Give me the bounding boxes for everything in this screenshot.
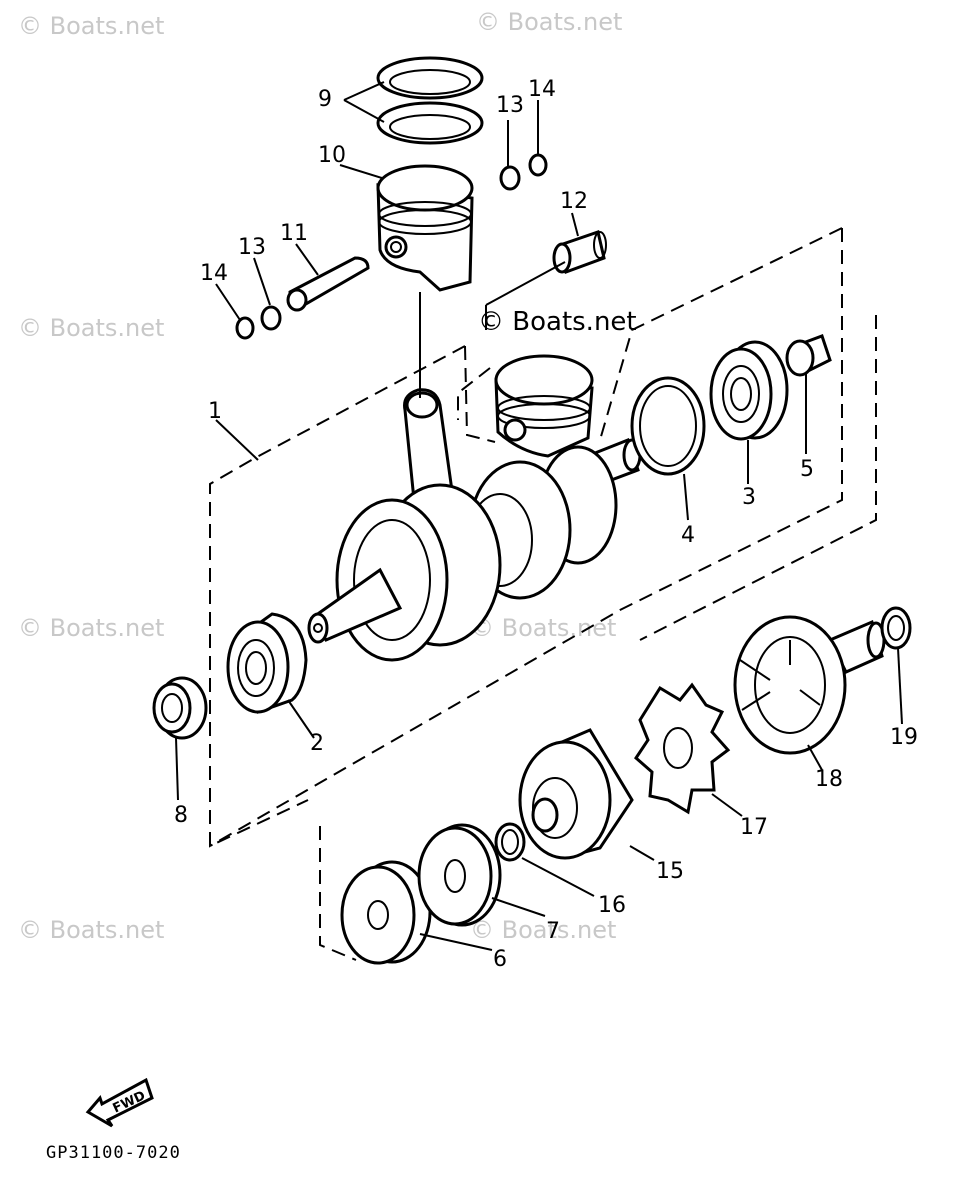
rubber-damper — [634, 682, 731, 815]
callout-17: 17 — [740, 815, 768, 840]
watermark: © Boats.net — [470, 916, 616, 944]
callout-11: 11 — [280, 221, 308, 246]
callout-6: 6 — [493, 947, 507, 972]
main-bearing-right — [709, 340, 789, 441]
assembly-outlines — [209, 227, 877, 961]
center-watermark: © Boats.net — [478, 307, 637, 337]
thrust-washer — [340, 860, 432, 965]
watermark: © Boats.net — [18, 314, 164, 342]
callout-19: 19 — [890, 725, 918, 750]
callout-14-lower: 14 — [200, 261, 228, 286]
fwd-arrow-icon: FWD — [85, 1077, 154, 1128]
callout-14-upper: 14 — [528, 77, 556, 102]
coupling-rear — [733, 615, 886, 755]
piston-pin — [286, 256, 370, 312]
callout-12: 12 — [560, 189, 588, 214]
callout-2: 2 — [310, 731, 324, 756]
callout-4: 4 — [681, 523, 695, 548]
end-washer — [880, 606, 912, 650]
callout-7: 7 — [546, 919, 560, 944]
watermark-layer: © Boats.net © Boats.net © Boats.net © Bo… — [18, 8, 622, 944]
piston-rings — [376, 56, 484, 145]
callout-16: 16 — [598, 893, 626, 918]
needle-bearing — [552, 230, 607, 275]
snap-ring — [630, 376, 706, 476]
crankshaft-assembly — [307, 388, 642, 662]
coupling-front — [518, 728, 634, 860]
callout-3: 3 — [742, 485, 756, 510]
callout-10: 10 — [318, 143, 346, 168]
clips-and-washers — [235, 153, 548, 340]
piston — [376, 164, 474, 292]
main-bearing-left — [226, 612, 308, 714]
drawing-code: GP31100-7020 — [46, 1143, 181, 1163]
callout-5: 5 — [800, 457, 814, 482]
callout-13-lower: 13 — [238, 235, 266, 260]
callout-15: 15 — [656, 859, 684, 884]
callout-18: 18 — [815, 767, 843, 792]
callout-8: 8 — [174, 803, 188, 828]
watermark: © Boats.net — [470, 614, 616, 642]
leader-lines — [175, 81, 903, 951]
o-ring — [494, 822, 526, 862]
callout-1: 1 — [208, 399, 222, 424]
watermark: © Boats.net — [476, 8, 622, 36]
collar — [785, 334, 832, 377]
callout-labels: 1 2 3 4 5 6 7 8 9 10 11 12 13 13 14 14 1… — [174, 77, 918, 972]
callout-9: 9 — [318, 87, 332, 112]
oil-seal — [152, 676, 208, 740]
watermark: © Boats.net — [18, 916, 164, 944]
watermark: © Boats.net — [18, 614, 164, 642]
spacer-plate — [417, 823, 502, 927]
callout-13-upper: 13 — [496, 93, 524, 118]
watermark: © Boats.net — [18, 12, 164, 40]
assembly-piston — [494, 354, 594, 458]
